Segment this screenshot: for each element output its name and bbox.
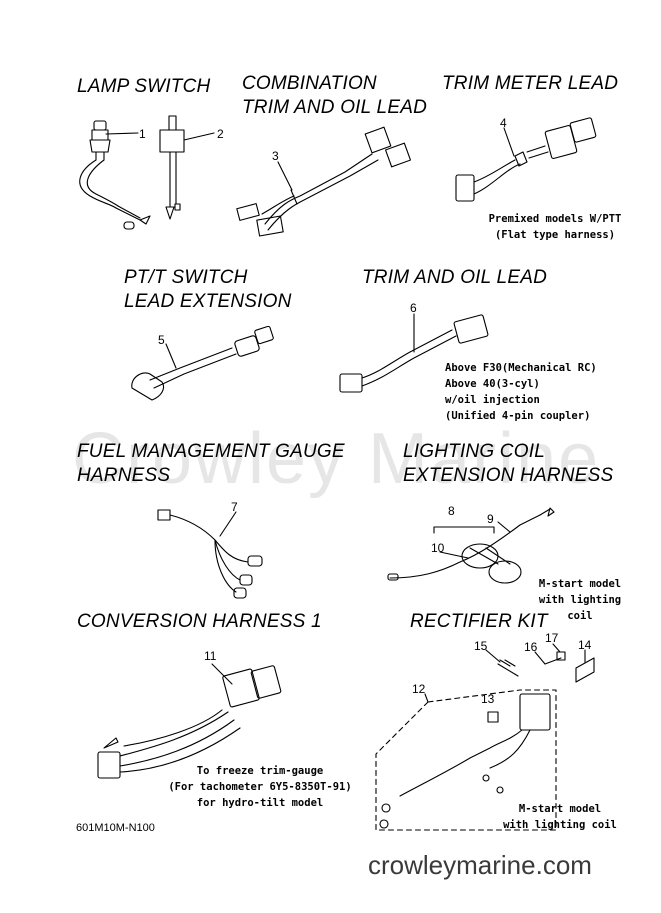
part-11-conversion-harness-icon xyxy=(97,663,282,779)
callout-1: 1 xyxy=(139,127,146,141)
title-trim-meter-lead: TRIM METER LEAD xyxy=(442,73,619,94)
part-8-10-lighting-coil-harness-icon xyxy=(387,507,555,584)
note-rectifier: M-start model with lighting coil xyxy=(500,801,620,833)
title-lamp-switch: LAMP SWITCH xyxy=(77,76,211,97)
note-conversion-line2: (For tachometer 6Y5-8350T-91) xyxy=(168,781,352,793)
callout-16: 16 xyxy=(524,640,538,654)
callout-5: 5 xyxy=(158,333,165,347)
part-6-trim-oil-lead-icon xyxy=(339,313,489,393)
note-trim-meter-line2: (Flat type harness) xyxy=(494,229,616,241)
note-conversion-line1: To freeze trim-gauge xyxy=(196,765,324,777)
note-trim-oil: Above F30(Mechanical RC) Above 40(3-cyl)… xyxy=(445,360,645,424)
title-fuel-line1: FUEL MANAGEMENT GAUGE xyxy=(77,441,345,462)
title-lighting-line2: EXTENSION HARNESS xyxy=(403,465,614,486)
callout-2: 2 xyxy=(217,127,224,141)
part-5-ptt-extension-icon xyxy=(131,325,274,401)
part-4-trim-meter-lead-icon xyxy=(455,117,597,202)
note-lighting-coil: M-start model with lighting coil xyxy=(525,576,635,624)
note-conversion: To freeze trim-gauge (For tachometer 6Y5… xyxy=(140,763,380,811)
callout-15: 15 xyxy=(474,639,488,653)
title-fuel-line2: HARNESS xyxy=(77,465,171,486)
title-combination-line1: COMBINATION xyxy=(242,73,377,94)
callout-3: 3 xyxy=(272,149,279,163)
title-lighting-line1: LIGHTING COIL xyxy=(403,441,545,462)
document-number: 601M10M-N100 xyxy=(76,822,155,834)
title-trim-oil-lead: TRIM AND OIL LEAD xyxy=(362,267,547,288)
note-lighting-line1: M-start model xyxy=(538,578,622,590)
note-trim-oil-line3: w/oil injection xyxy=(445,394,540,406)
callout-13: 13 xyxy=(481,692,495,706)
title-ptt-line2: LEAD EXTENSION xyxy=(124,291,292,312)
note-trim-oil-line4: (Unified 4-pin coupler) xyxy=(445,410,591,422)
note-rectifier-line2: with lighting coil xyxy=(503,819,617,831)
note-conversion-line3: for hydro-tilt model xyxy=(196,797,324,809)
callout-14: 14 xyxy=(578,638,592,652)
title-ptt-line1: PT/T SWITCH xyxy=(124,267,248,288)
note-trim-oil-line1: Above F30(Mechanical RC) xyxy=(445,362,597,374)
callout-7: 7 xyxy=(231,500,238,514)
note-trim-meter: Premixed models W/PTT (Flat type harness… xyxy=(470,211,640,243)
callout-4: 4 xyxy=(500,116,507,130)
watermark: Crowley Marine xyxy=(72,419,601,499)
callout-8: 8 xyxy=(448,504,455,518)
callout-17: 17 xyxy=(545,631,559,645)
callout-12: 12 xyxy=(412,682,426,696)
title-conversion-harness: CONVERSION HARNESS 1 xyxy=(77,611,322,632)
part-12-17-rectifier-kit-icon xyxy=(375,643,595,831)
callout-6: 6 xyxy=(410,301,417,315)
note-lighting-line2: with lighting coil xyxy=(538,594,622,622)
title-combination-line2: TRIM AND OIL LEAD xyxy=(242,97,427,118)
callout-9: 9 xyxy=(487,512,494,526)
note-trim-meter-line1: Premixed models W/PTT xyxy=(488,213,622,225)
footer-site-url[interactable]: crowleymarine.com xyxy=(368,850,592,880)
part-3-combination-lead-icon xyxy=(236,126,412,237)
title-rectifier-kit: RECTIFIER KIT xyxy=(410,611,548,632)
note-rectifier-line1: M-start model xyxy=(518,803,602,815)
part-2-toggle-switch-icon xyxy=(159,115,215,220)
part-1-lamp-switch-icon xyxy=(79,120,151,230)
callout-10: 10 xyxy=(431,541,445,555)
callout-11: 11 xyxy=(204,649,217,663)
note-trim-oil-line2: Above 40(3-cyl) xyxy=(445,378,540,390)
part-7-fuel-gauge-harness-icon xyxy=(157,509,263,599)
